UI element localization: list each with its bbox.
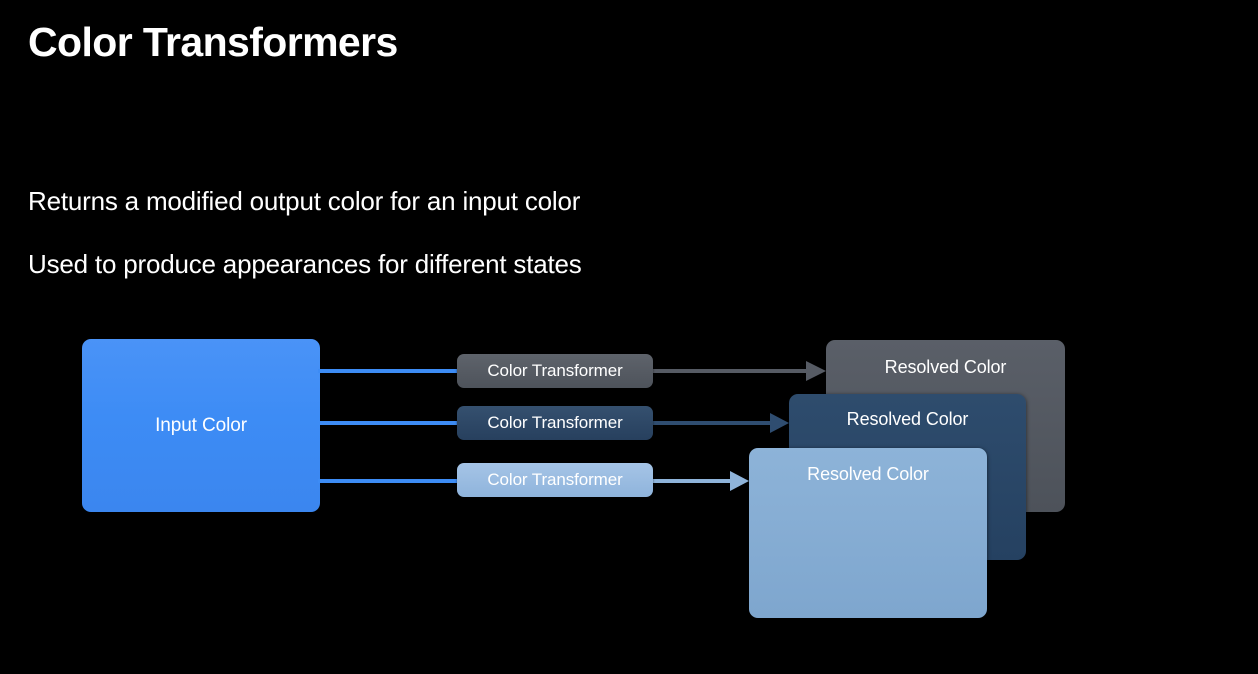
bullet-line-2: Used to produce appearances for differen…: [28, 249, 582, 279]
resolved-color-label-1: Resolved Color: [884, 357, 1007, 377]
resolved-color-label-2: Resolved Color: [846, 409, 969, 429]
output-arrow-2: [650, 413, 789, 433]
bullet-line-1: Returns a modified output color for an i…: [28, 186, 581, 216]
output-arrow-1: [650, 361, 826, 381]
output-arrow-3: [650, 471, 749, 491]
color-transformer-label-2: Color Transformer: [487, 413, 623, 432]
input-color-label: Input Color: [155, 414, 247, 436]
resolved-color-label-3: Resolved Color: [807, 464, 929, 484]
color-transformer-label-1: Color Transformer: [487, 361, 623, 380]
input-color-box[interactable]: Input Color: [82, 339, 320, 512]
page-title: Color Transformers: [28, 19, 398, 65]
color-transformer-pill-3[interactable]: Color Transformer: [457, 463, 653, 497]
resolved-color-card-3[interactable]: Resolved Color: [749, 448, 987, 618]
color-transformer-pill-1[interactable]: Color Transformer: [457, 354, 653, 388]
color-transformer-label-3: Color Transformer: [487, 470, 623, 489]
color-transformer-pill-2[interactable]: Color Transformer: [457, 406, 653, 440]
